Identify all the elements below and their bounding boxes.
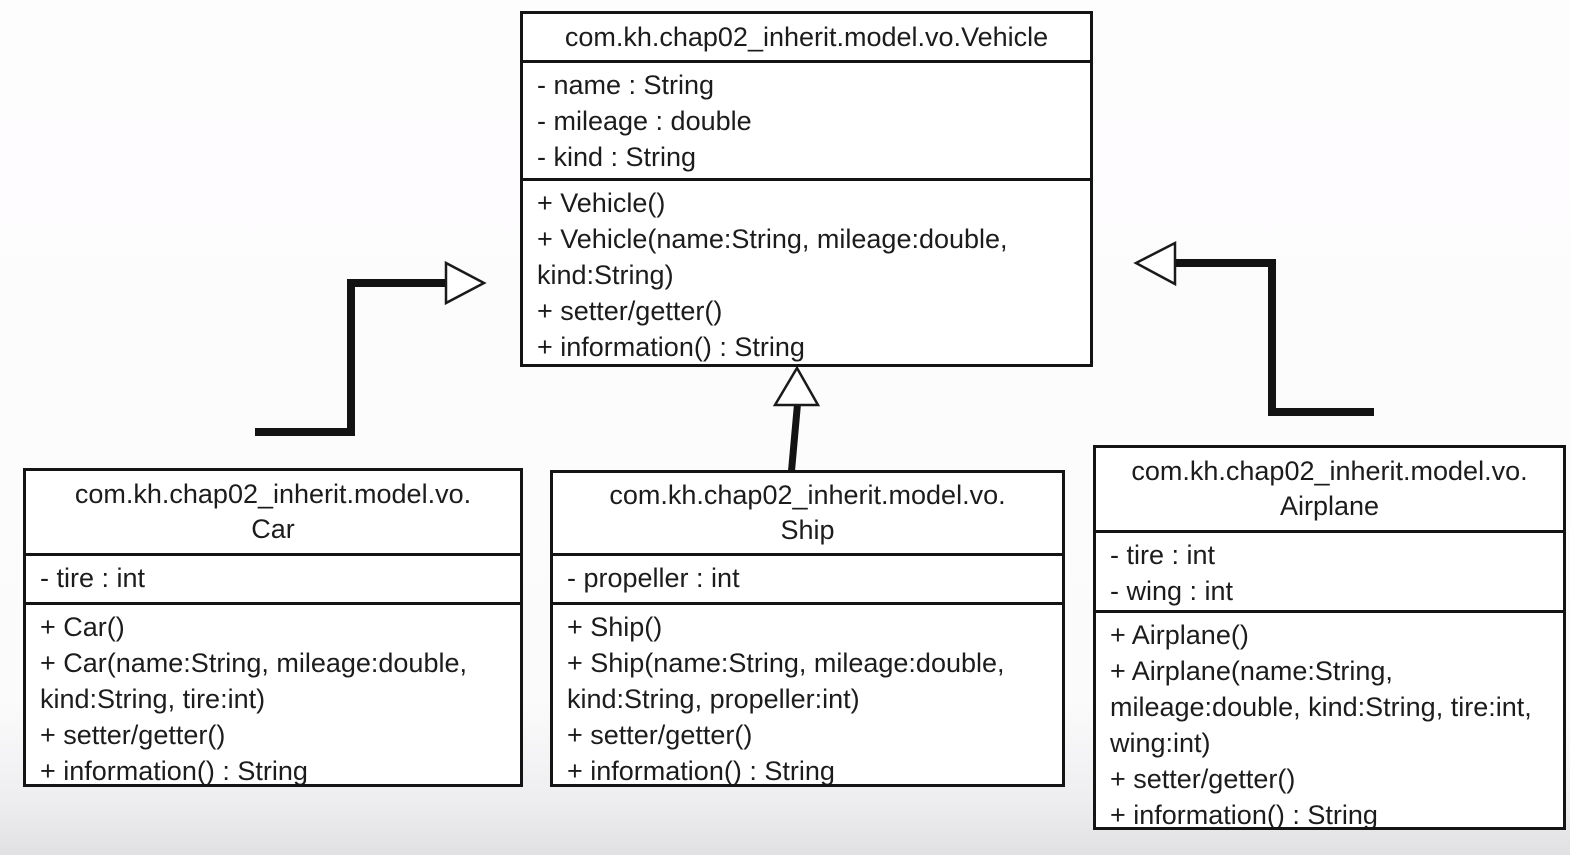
- airplane-methods-compartment: + Airplane() + Airplane(name:String, mil…: [1096, 613, 1563, 827]
- uml-method: + Vehicle(): [537, 188, 666, 218]
- uml-method: + information() : String: [537, 332, 805, 362]
- class-box-airplane: com.kh.chap02_inherit.model.vo. Airplane…: [1093, 445, 1566, 830]
- uml-method: + setter/getter(): [537, 296, 723, 326]
- ship-title-compartment: com.kh.chap02_inherit.model.vo. Ship: [553, 473, 1062, 556]
- uml-attribute: - propeller : int: [567, 563, 740, 593]
- uml-method: + Vehicle(name:String, mileage:double, k…: [537, 224, 1008, 290]
- arrow-line: [788, 403, 801, 472]
- hollow-triangle-arrowhead-left: [1133, 240, 1177, 287]
- car-attributes-compartment: - tire : int: [26, 556, 520, 605]
- uml-attribute: - name : String: [537, 70, 715, 100]
- airplane-attributes-compartment: - tire : int - wing : int: [1096, 533, 1563, 613]
- arrow-line: [1172, 259, 1374, 416]
- class-name-line: Airplane: [1279, 491, 1380, 521]
- hollow-triangle-arrowhead-up: [772, 365, 821, 407]
- uml-method: + Airplane(): [1110, 620, 1249, 650]
- uml-attribute: - kind : String: [537, 142, 697, 172]
- hollow-triangle-arrowhead-right: [444, 260, 487, 306]
- airplane-title-compartment: com.kh.chap02_inherit.model.vo. Airplane: [1096, 448, 1563, 533]
- class-box-ship: com.kh.chap02_inherit.model.vo. Ship - p…: [550, 470, 1065, 787]
- class-name-line: Car: [251, 514, 295, 544]
- uml-method: + setter/getter(): [1110, 764, 1296, 794]
- uml-method: + Ship(): [567, 612, 663, 642]
- ship-attributes-compartment: - propeller : int: [553, 556, 1062, 605]
- generalization-arrow-airplane-to-vehicle: [1133, 240, 1374, 416]
- class-name-line: Ship: [780, 515, 835, 545]
- uml-method: + setter/getter(): [567, 720, 753, 750]
- uml-method: + Airplane(name:String, mileage:double, …: [1110, 656, 1532, 758]
- class-name-line: com.kh.chap02_inherit.model.vo.: [609, 480, 1006, 510]
- uml-method: + information() : String: [1110, 800, 1378, 827]
- car-title-compartment: com.kh.chap02_inherit.model.vo. Car: [26, 471, 520, 556]
- class-box-car: com.kh.chap02_inherit.model.vo. Car - ti…: [23, 468, 523, 787]
- class-name-line: com.kh.chap02_inherit.model.vo.Vehicle: [564, 21, 1049, 52]
- uml-method: + setter/getter(): [40, 720, 226, 750]
- uml-attribute: - wing : int: [1110, 576, 1234, 606]
- arrow-line: [255, 279, 446, 436]
- vehicle-methods-compartment: + Vehicle() + Vehicle(name:String, milea…: [523, 181, 1090, 364]
- uml-method: + information() : String: [40, 756, 308, 784]
- class-box-vehicle: com.kh.chap02_inherit.model.vo.Vehicle -…: [520, 11, 1093, 367]
- ship-methods-compartment: + Ship() + Ship(name:String, mileage:dou…: [553, 605, 1062, 784]
- vehicle-attributes-compartment: - name : String - mileage : double - kin…: [523, 63, 1090, 181]
- uml-attribute: - tire : int: [1110, 540, 1216, 570]
- uml-method: + Ship(name:String, mileage:double, kind…: [567, 648, 1005, 714]
- uml-attribute: - mileage : double: [537, 106, 752, 136]
- uml-method: + Car(): [40, 612, 125, 642]
- generalization-arrow-ship-to-vehicle: [772, 365, 821, 472]
- class-name-line: com.kh.chap02_inherit.model.vo.: [1131, 456, 1528, 486]
- uml-method: + information() : String: [567, 756, 835, 784]
- uml-method: + Car(name:String, mileage:double, kind:…: [40, 648, 467, 714]
- vehicle-title-compartment: com.kh.chap02_inherit.model.vo.Vehicle: [523, 14, 1090, 63]
- class-name-line: com.kh.chap02_inherit.model.vo.: [74, 479, 472, 509]
- uml-attribute: - tire : int: [40, 563, 146, 593]
- car-methods-compartment: + Car() + Car(name:String, mileage:doubl…: [26, 605, 520, 784]
- generalization-arrow-car-to-vehicle: [255, 260, 487, 436]
